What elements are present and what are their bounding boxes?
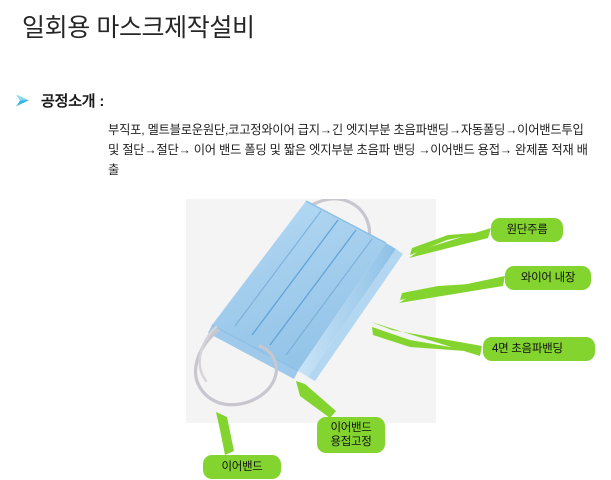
bullet-heading-row: 공정소개 : [14,90,104,111]
callout-4side-ultrasonic-banding[interactable]: 4면 초음파밴딩 [483,337,595,361]
callout-wondan-jureum[interactable]: 원단주름 [491,218,563,242]
callout-wire-internal[interactable]: 와이어 내장 [505,266,591,290]
page-title: 일회용 마스크제작설비 [22,14,255,42]
process-description-text: 부직포, 멜트블로운원단,코고정와이어 급지→긴 엣지부분 초음파밴딩→자동폴딩… [108,123,588,177]
callout-earband-weld-fix[interactable]: 이어밴드 용접고정 [317,417,385,453]
arrow-right-bullet-icon [16,94,29,107]
bullet-heading-label: 공정소개 : [41,93,105,110]
surgical-mask-photo [186,199,436,423]
callout-earband[interactable]: 이어밴드 [203,455,281,479]
